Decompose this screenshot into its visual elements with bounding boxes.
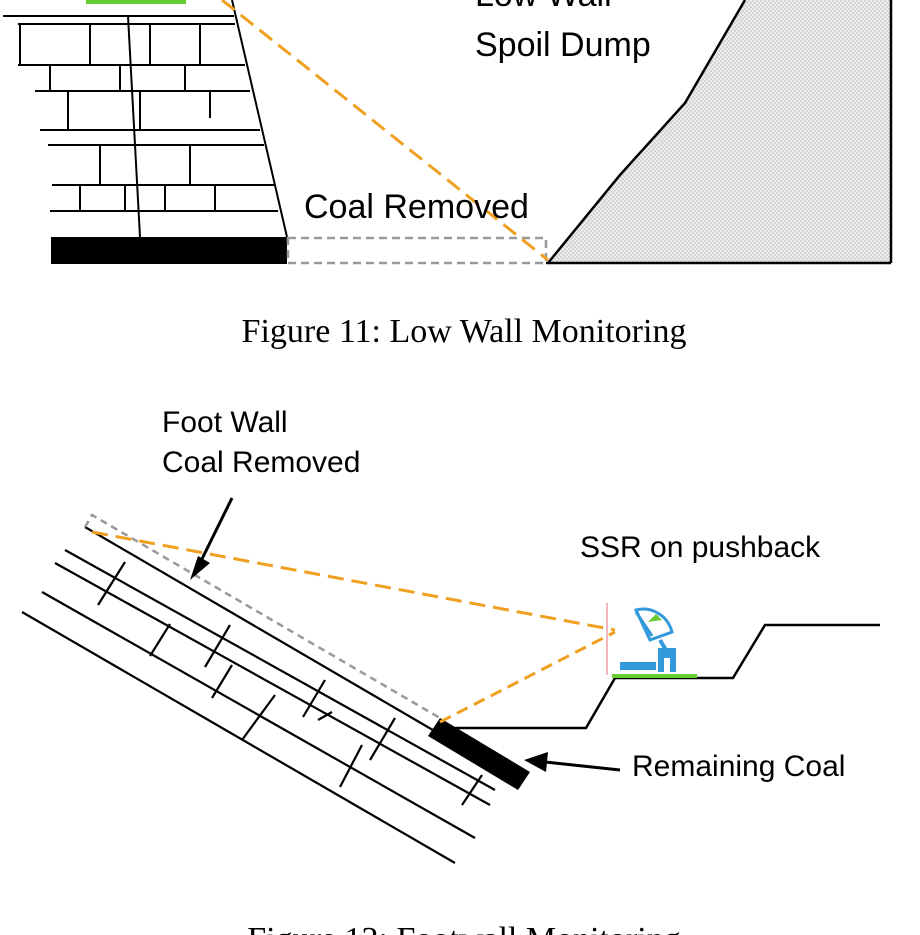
spoil-dump-outline [547,0,747,264]
radar-sightline-fig11 [221,0,549,262]
radar-sightline-top [91,530,616,632]
label-ssr-pushback: SSR on pushback [580,531,821,564]
spoil-dump [548,0,891,263]
radar-dish-icon [606,603,697,678]
label-foot-wall: Foot Wall [162,406,288,439]
footwall-strata [21,526,496,864]
radar-sightline-bottom [439,630,616,724]
remaining-coal-block [428,718,530,790]
arrow-foot-wall [190,497,234,580]
coal-removed-outline-fig12 [83,513,441,720]
radar-base-green-strip [86,0,186,4]
figure-12-caption: Figure 12: Footwall Monitoring [247,921,681,935]
figure-11: Low Wall Spoil Dump Coal Removed Figure … [3,0,893,350]
label-remaining-coal: Remaining Coal [632,750,845,783]
label-coal-removed-fig12: Coal Removed [162,446,360,479]
label-low-wall: Low Wall [475,0,612,14]
label-coal-removed-fig11: Coal Removed [304,188,529,226]
label-spoil-dump: Spoil Dump [475,26,651,64]
figure-12: Foot Wall Coal Removed SSR on pushback R… [21,406,880,935]
highwall-strata [3,0,288,238]
arrow-remaining-coal [524,752,621,772]
coal-seam [51,237,287,264]
coal-removed-outline [286,236,548,265]
figure-11-caption: Figure 11: Low Wall Monitoring [242,313,687,350]
